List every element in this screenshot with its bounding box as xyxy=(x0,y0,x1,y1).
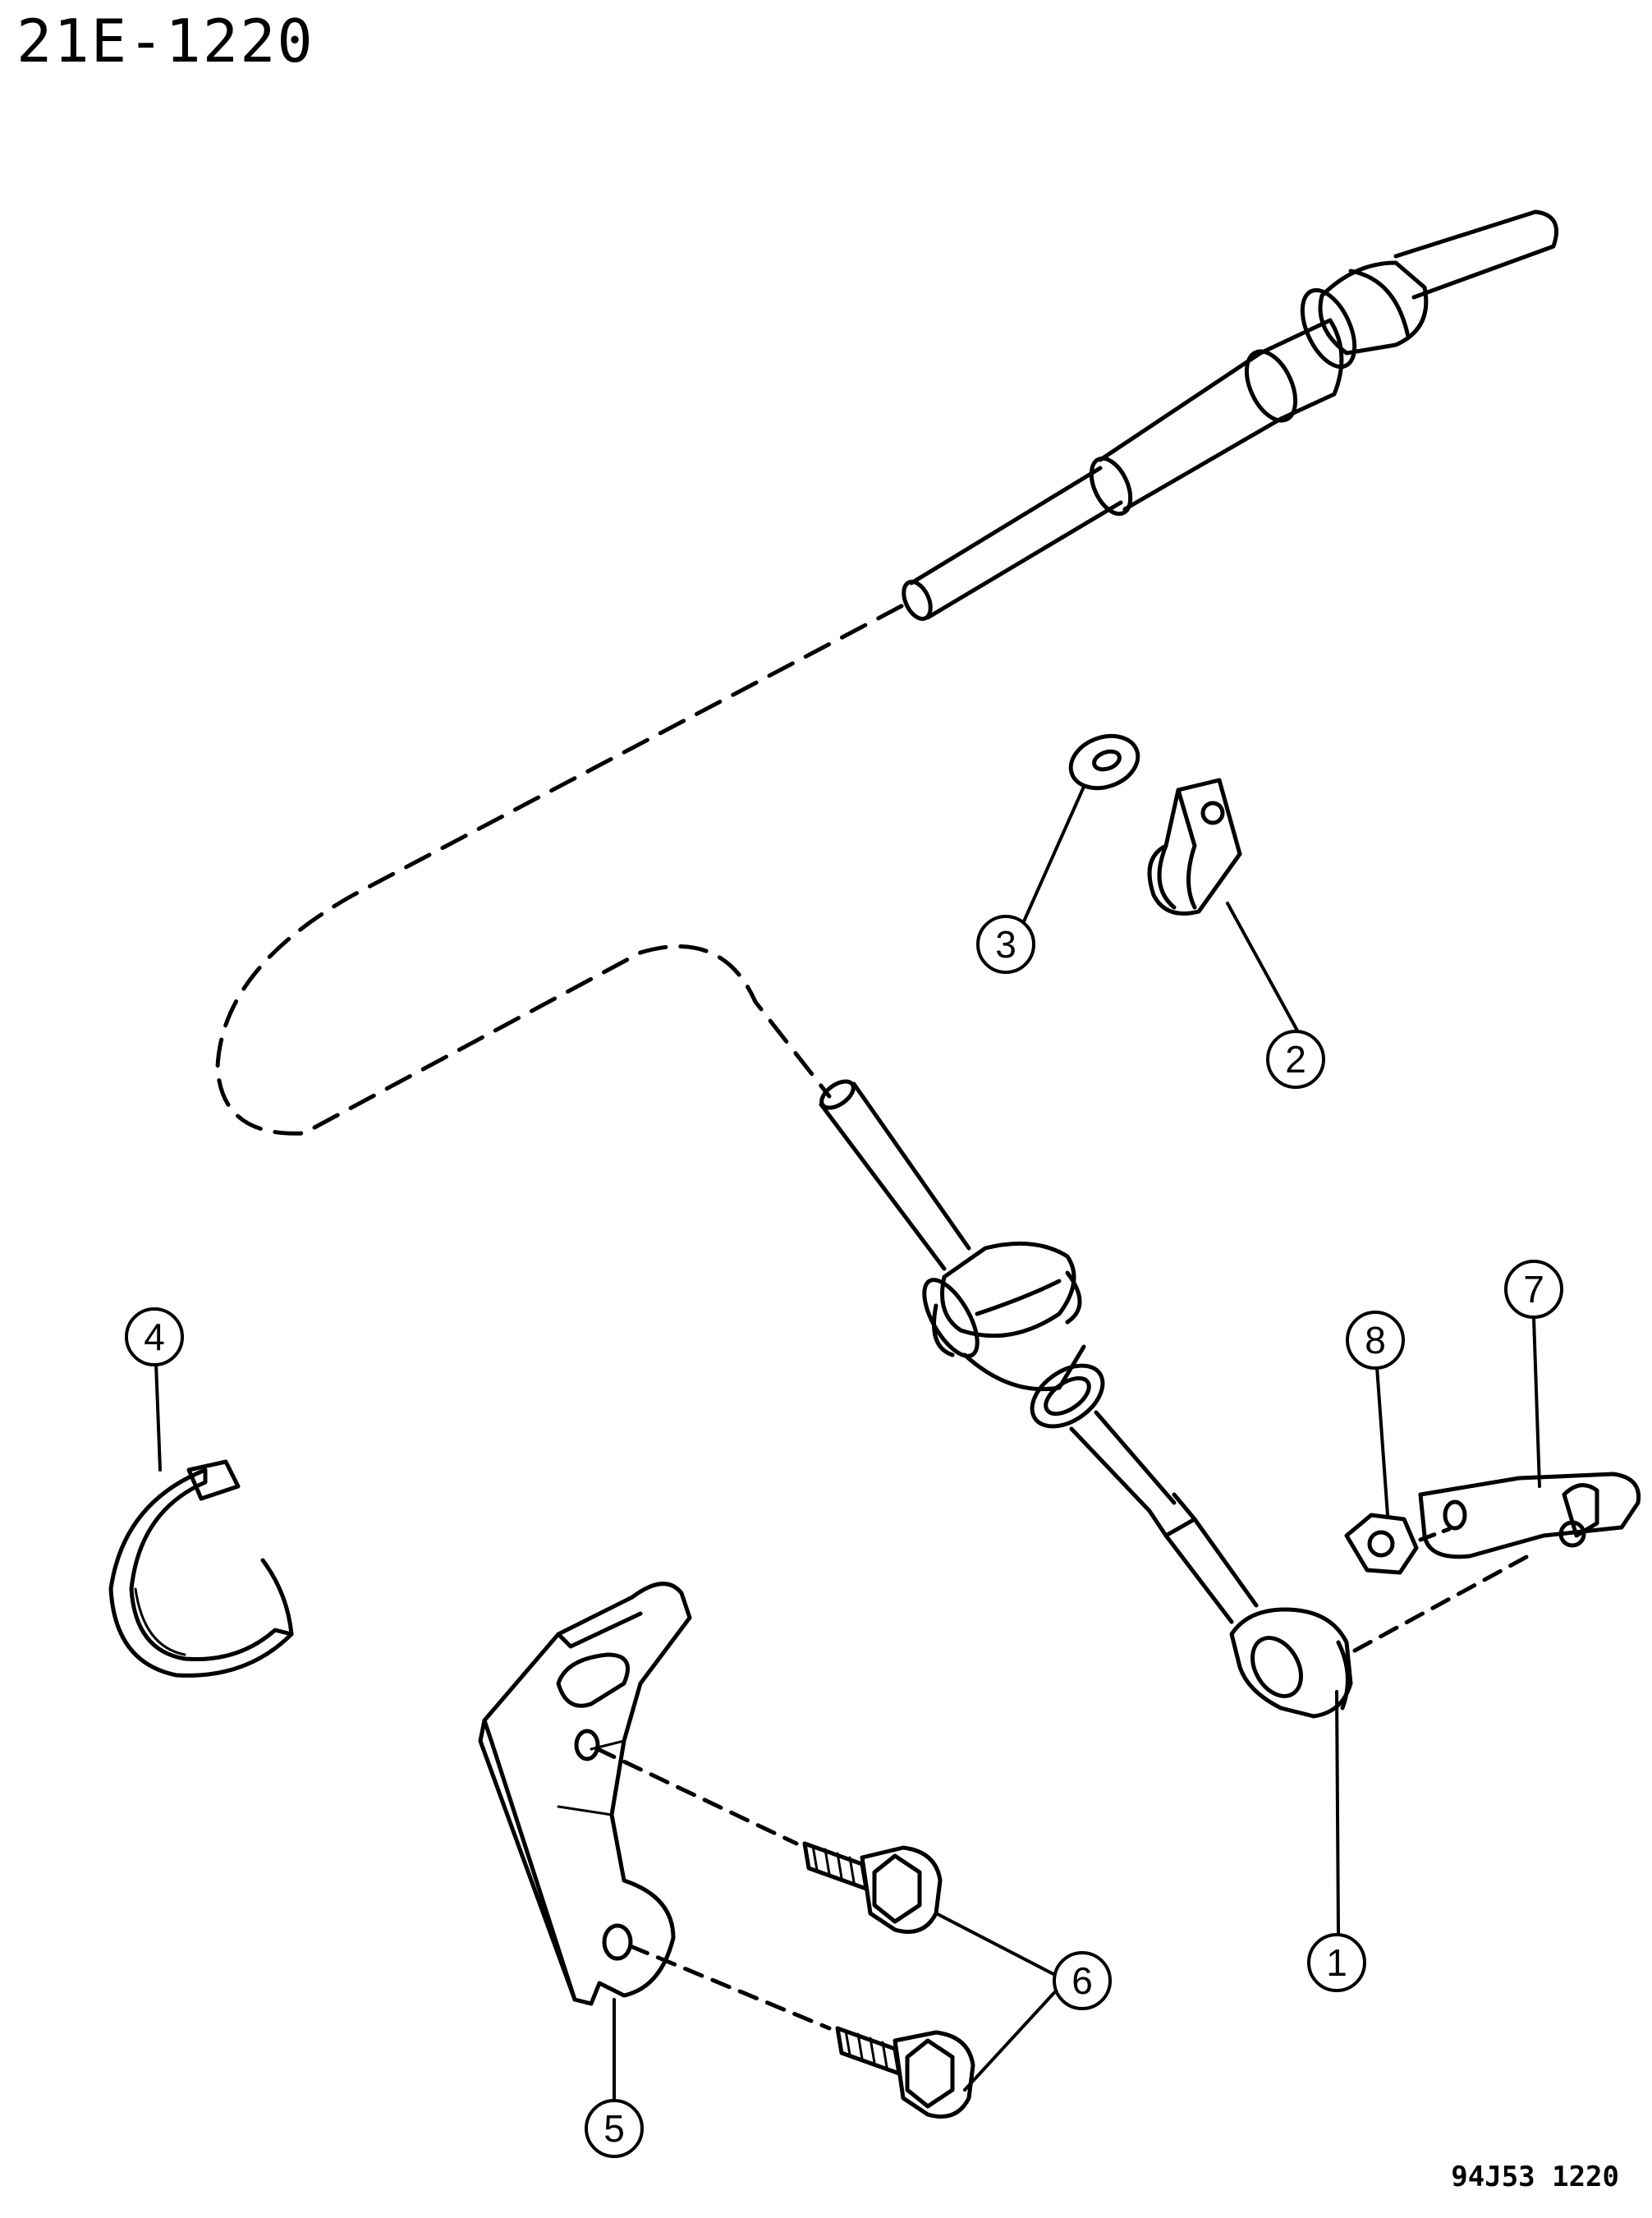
cable-routing-dashed-line xyxy=(215,604,904,1136)
svg-text:7: 7 xyxy=(1523,1268,1544,1311)
nut-part-8 xyxy=(1344,1513,1419,1575)
svg-text:2: 2 xyxy=(1285,1038,1306,1081)
pin-dashed-line xyxy=(1352,1550,1538,1653)
clip-part-2 xyxy=(1147,778,1242,916)
svg-text:5: 5 xyxy=(603,2107,625,2150)
callouts: 1 2 3 4 5 6 7 8 xyxy=(125,915,1563,2158)
callout-3: 3 xyxy=(976,915,1035,974)
callout-4: 4 xyxy=(125,1307,184,1366)
svg-text:1: 1 xyxy=(1326,1941,1347,1984)
tie-strap-part-4 xyxy=(108,1459,294,1678)
lower-cable xyxy=(819,1079,1353,1719)
svg-text:6: 6 xyxy=(1072,1959,1093,2002)
bolt-part-6-lower xyxy=(835,2026,975,2119)
bolt-lower-dashed-line xyxy=(628,1944,832,2031)
svg-text:4: 4 xyxy=(144,1316,165,1358)
bolt-part-6-upper xyxy=(802,1841,943,1934)
callout-1: 1 xyxy=(1307,1933,1366,1992)
callout-2: 2 xyxy=(1266,1030,1325,1089)
callout-7: 7 xyxy=(1504,1260,1563,1319)
upper-cable-end xyxy=(902,209,1558,622)
bolt-upper-dashed-line xyxy=(595,1747,799,1846)
svg-text:3: 3 xyxy=(995,923,1016,966)
bracket-part-5 xyxy=(478,1582,692,2006)
lever-part-7 xyxy=(1418,1472,1641,1559)
callout-6: 6 xyxy=(1053,1951,1112,2010)
washer-part-3 xyxy=(1068,733,1140,791)
leader-lines xyxy=(154,785,1541,2104)
figure-code: 94J53 1220 xyxy=(1451,2161,1619,2193)
callout-5: 5 xyxy=(585,2099,644,2158)
callout-8: 8 xyxy=(1346,1311,1405,1370)
page-title: 21E-1220 xyxy=(16,7,314,76)
svg-text:8: 8 xyxy=(1365,1319,1386,1362)
